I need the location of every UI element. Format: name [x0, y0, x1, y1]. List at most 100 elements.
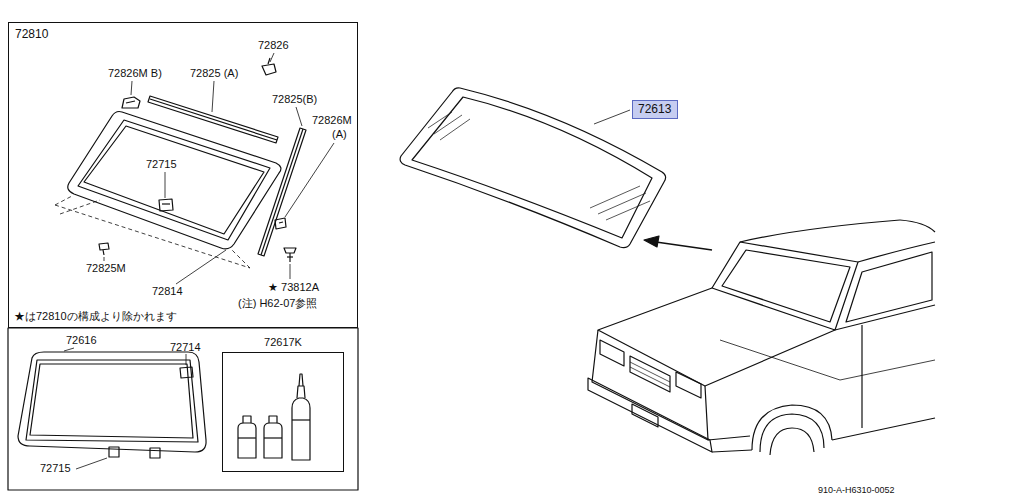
dashed-guide: [55, 196, 250, 268]
part-number: 72617K: [222, 336, 344, 349]
clip-part: [287, 256, 293, 257]
leader-line: [212, 81, 214, 112]
car-illustration: [760, 414, 824, 452]
moulding-strip: [258, 128, 306, 256]
clip-part: [275, 218, 286, 229]
clip-part: [99, 58, 296, 262]
clip-part: [122, 97, 140, 108]
callout-number: 72616: [66, 334, 97, 347]
car-illustration: [630, 362, 670, 387]
windshield-glass: [590, 186, 650, 220]
part-number: 72810: [15, 27, 351, 41]
gasket-part: [30, 364, 193, 438]
moulding-strip: [258, 128, 306, 256]
part-number-box: 72613: [632, 100, 678, 119]
moulding-strip: [261, 129, 303, 255]
car-illustration: [588, 378, 712, 452]
moulding-frame: [68, 112, 281, 249]
callout-number: 72825 (A): [190, 67, 238, 80]
direction-arrow: [644, 236, 712, 250]
callout-number: 72825(B): [272, 93, 317, 106]
gasket-part: [109, 447, 119, 457]
leader-line: [76, 458, 107, 469]
part-number: 72613: [638, 102, 672, 117]
bottle-icon: [243, 416, 251, 423]
leader-line: [104, 53, 334, 284]
leader-line: [176, 250, 226, 284]
moulding-strip: [148, 96, 278, 143]
gasket-part: [18, 352, 206, 452]
leader-line: [296, 107, 302, 126]
car-illustration: [632, 404, 658, 427]
dashed-guide: [232, 250, 250, 268]
moulding-strip: [150, 99, 277, 140]
callout-number: 72826M: [312, 114, 352, 127]
car-illustration: [712, 242, 858, 330]
car-illustration: [835, 305, 935, 330]
leader-line: [285, 143, 334, 217]
gasket-part: [26, 360, 198, 442]
kit-box: [222, 352, 344, 472]
note-text: (注) H62-07参照: [238, 297, 317, 310]
car-illustration: [832, 418, 935, 440]
direction-arrow: [644, 236, 659, 247]
car-illustration: [861, 325, 862, 428]
bottle-icon: [299, 374, 303, 386]
leader-line: [594, 110, 630, 124]
clip-part: [279, 222, 283, 223]
callout-number: 72715: [146, 158, 177, 171]
car-illustration: [900, 220, 935, 232]
car-illustration: [722, 250, 850, 322]
leader-line: [594, 110, 630, 124]
moulding-frame: [78, 120, 270, 240]
leader-line: [186, 354, 187, 365]
car-illustration: [712, 450, 752, 452]
callout-number: 72825M: [86, 262, 126, 275]
dashed-guide: [55, 205, 250, 268]
car-illustration: [592, 330, 708, 440]
callout-number: 72715: [40, 462, 71, 475]
parts-illustration: [8, 53, 935, 490]
windshield-glass: [412, 97, 652, 238]
car-illustration: [588, 220, 935, 455]
leader-line: [165, 172, 166, 198]
clip-part: [103, 250, 104, 255]
panel-frame: [8, 328, 358, 490]
dashed-guide: [60, 200, 100, 214]
leader-line: [131, 81, 132, 95]
callout-number: 72814: [152, 285, 183, 298]
callout-number: 72826M B): [108, 67, 162, 80]
car-illustration: [676, 372, 701, 398]
dashed-guide: [55, 196, 72, 205]
clip-part: [162, 203, 170, 204]
panel-frame: [8, 328, 358, 490]
car-illustration: [708, 436, 750, 440]
callout-number: 72714: [170, 341, 201, 354]
bottle-icon: [238, 437, 256, 438]
gasket-part: [18, 352, 206, 458]
bottle-icon: [269, 416, 277, 423]
kit-group: 72617K: [222, 336, 344, 472]
bottle-icon: [292, 398, 310, 460]
car-illustration: [630, 356, 670, 392]
car-illustration: [720, 340, 935, 380]
leader-line: [64, 348, 186, 469]
car-illustration: [600, 340, 624, 366]
callout-number: 72826: [258, 39, 289, 52]
clip-part: [126, 101, 135, 103]
bottle-icon: [264, 437, 282, 438]
leader-line: [64, 348, 74, 351]
moulding-frame: [84, 126, 264, 234]
windshield-glass: [400, 88, 665, 248]
leader-line: [290, 264, 291, 279]
figure-code: 910-A-H6310-0052: [818, 484, 895, 497]
moulding-strip: [148, 96, 278, 143]
leader-line: [104, 257, 105, 261]
car-illustration: [740, 220, 900, 242]
direction-arrow: [656, 242, 712, 250]
clip-part: [159, 199, 173, 211]
car-illustration: [846, 252, 932, 322]
bottle-icon: [238, 374, 310, 460]
gasket-part: [150, 448, 160, 458]
clip-part: [284, 248, 296, 253]
